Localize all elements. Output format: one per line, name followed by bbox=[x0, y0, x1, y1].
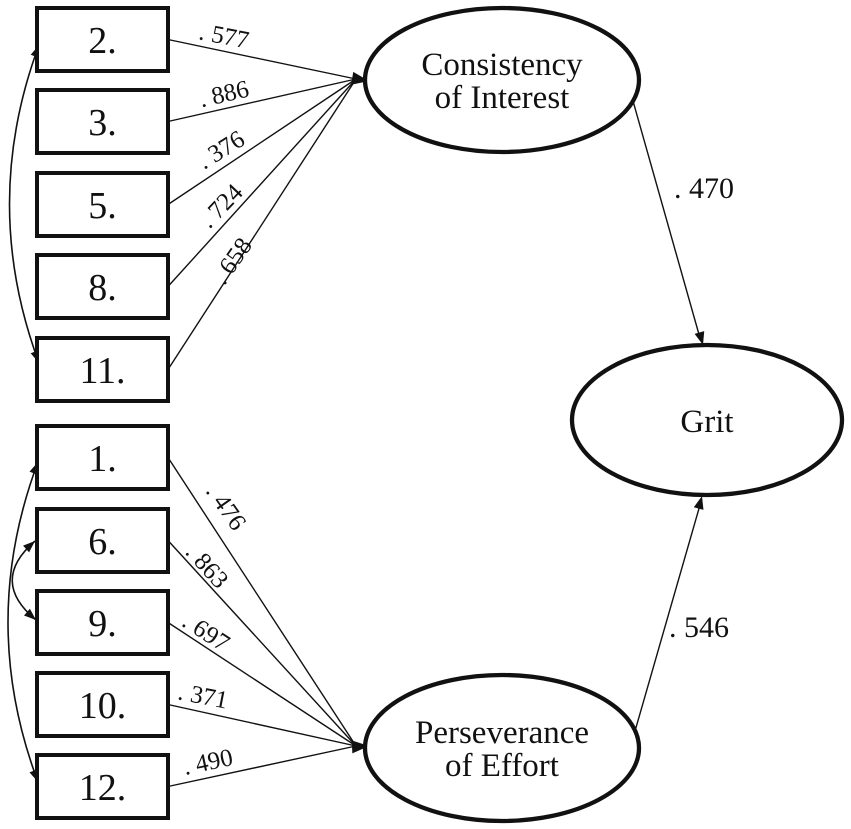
indicator-box-12 bbox=[35, 753, 170, 820]
covariance-curve bbox=[11, 540, 37, 621]
arrowhead-icon bbox=[693, 496, 704, 510]
indicator-box-6 bbox=[35, 507, 170, 574]
path-coefficient-consistency-grit: . 470 bbox=[674, 172, 734, 205]
latent-consistency: Consistency of Interest bbox=[362, 5, 642, 155]
indicator-label: 11. bbox=[79, 350, 125, 392]
indicator-label: 8. bbox=[88, 267, 117, 309]
latent-perseverance-ellipse bbox=[362, 672, 642, 824]
indicator-label: 12. bbox=[79, 767, 127, 809]
indicator-box-8 bbox=[35, 253, 170, 320]
loading-path-9 bbox=[167, 621, 357, 747]
loading-value: . 371 bbox=[176, 678, 230, 714]
loading-path-8 bbox=[167, 78, 357, 287]
loading-path-12 bbox=[167, 745, 357, 788]
loading-value: . 697 bbox=[177, 607, 234, 657]
indicator-box-10 bbox=[35, 671, 170, 738]
indicator-label: 9. bbox=[88, 603, 117, 645]
loading-value: . 490 bbox=[181, 744, 236, 781]
latent-label: Grit bbox=[680, 404, 733, 440]
indicator-box-2 bbox=[35, 6, 170, 73]
indicator-label: 5. bbox=[88, 185, 117, 227]
loading-path-5 bbox=[167, 78, 357, 206]
indicator-box-1 bbox=[35, 424, 170, 491]
loading-path-10 bbox=[167, 703, 357, 747]
loading-value: . 886 bbox=[197, 76, 252, 114]
arrowhead-icon bbox=[23, 608, 36, 620]
indicator-label: 6. bbox=[88, 521, 117, 563]
latent-consistency-ellipse bbox=[362, 5, 642, 155]
loading-path-2 bbox=[167, 38, 357, 80]
perseverance-indicator-boxes: 1. 6. 9. 10. 12. bbox=[35, 424, 170, 820]
loading-path-11 bbox=[167, 78, 357, 370]
latent-label-line2: of Interest bbox=[435, 80, 570, 116]
structural-line bbox=[632, 100, 701, 339]
indicator-box-3 bbox=[35, 88, 170, 155]
structural-path-consistency-grit bbox=[632, 100, 705, 345]
loading-value: . 863 bbox=[180, 539, 234, 594]
covariance-arrow-6-9 bbox=[11, 540, 37, 621]
loading-value: . 476 bbox=[200, 479, 251, 535]
loading-value: . 577 bbox=[197, 18, 251, 54]
latent-label-line2: of Effort bbox=[445, 748, 559, 784]
latent-grit: Grit bbox=[569, 342, 845, 498]
arrowhead-icon bbox=[351, 740, 369, 754]
path-coefficient-perseverance-grit: . 546 bbox=[669, 611, 729, 644]
structural-path-perseverance-grit bbox=[634, 496, 704, 732]
indicator-box-5 bbox=[35, 171, 170, 238]
covariance-curve bbox=[8, 44, 40, 364]
consistency-loading-paths bbox=[167, 38, 369, 370]
loading-path-6 bbox=[167, 540, 357, 747]
arrowhead-icon bbox=[694, 331, 705, 345]
latent-label-line1: Perseverance bbox=[415, 715, 589, 751]
arrowhead-icon bbox=[23, 541, 35, 553]
latent-perseverance: Perseverance of Effort bbox=[362, 672, 642, 824]
loading-value: . 376 bbox=[193, 126, 250, 175]
indicator-label: 3. bbox=[88, 102, 117, 144]
perseverance-loading-paths bbox=[167, 457, 369, 788]
covariance-curve bbox=[7, 461, 39, 783]
loading-values: . 577 . 886 . 376 . 724 . 658 . 476 . 86… bbox=[176, 18, 258, 780]
indicator-label: 1. bbox=[88, 438, 117, 480]
indicator-label: 10. bbox=[79, 685, 127, 727]
latent-grit-ellipse bbox=[569, 342, 845, 498]
indicator-label: 2. bbox=[88, 20, 117, 62]
structural-line bbox=[634, 504, 701, 732]
latent-label-line1: Consistency bbox=[421, 47, 583, 83]
loading-path-1 bbox=[167, 457, 357, 747]
consistency-indicator-boxes: 2. 3. 5. 8. 11. bbox=[35, 6, 170, 403]
loading-path-3 bbox=[167, 78, 357, 123]
indicator-box-11 bbox=[35, 336, 170, 403]
indicator-box-9 bbox=[35, 589, 170, 656]
